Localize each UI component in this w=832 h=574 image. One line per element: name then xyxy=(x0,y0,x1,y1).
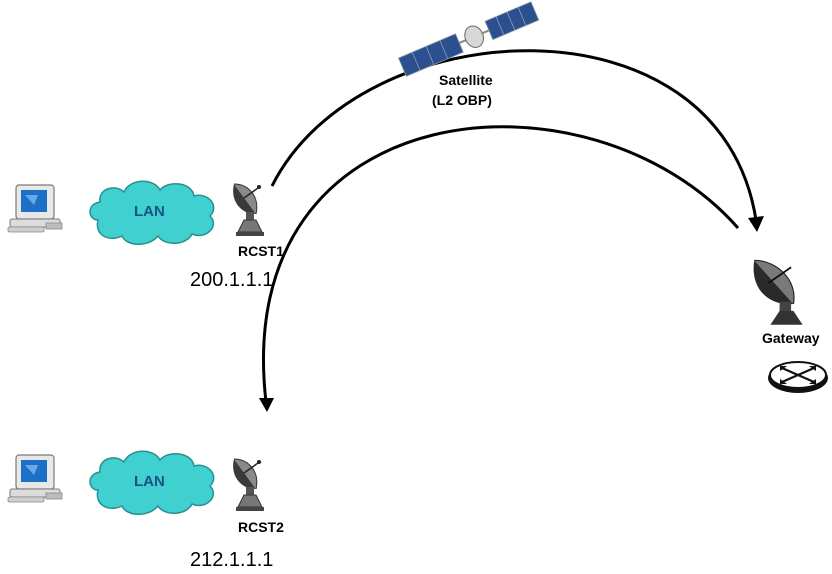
terminal-name-1: RCST1 xyxy=(238,243,284,259)
terminal-address-1: 200.1.1.1 xyxy=(190,269,273,291)
router-icon xyxy=(768,361,828,393)
satellite-name: Satellite xyxy=(439,72,493,88)
computer-icon xyxy=(7,454,63,503)
dish-antenna-icon xyxy=(232,458,265,512)
gateway-dish-icon xyxy=(753,259,803,325)
gateway-name: Gateway xyxy=(762,330,820,346)
terminal-address-2: 212.1.1.1 xyxy=(190,549,273,571)
lan-label-1: LAN xyxy=(134,203,165,220)
terminal-rcst2: LAN RCST2 212.1.1.1 xyxy=(7,450,284,571)
dish-antenna-icon xyxy=(232,183,265,237)
terminal-name-2: RCST2 xyxy=(238,519,284,535)
gateway-node: Gateway xyxy=(753,259,828,393)
satellite-mode: (L2 OBP) xyxy=(432,92,492,108)
downlink-gateway-to-rcst2 xyxy=(259,125,740,412)
lan-label-2: LAN xyxy=(134,473,165,490)
uplink-rcst1-to-gateway xyxy=(270,49,764,232)
satellite-icon xyxy=(397,1,540,77)
computer-icon xyxy=(7,184,63,233)
terminal-rcst1: LAN RCST1 200.1.1.1 xyxy=(7,180,284,291)
